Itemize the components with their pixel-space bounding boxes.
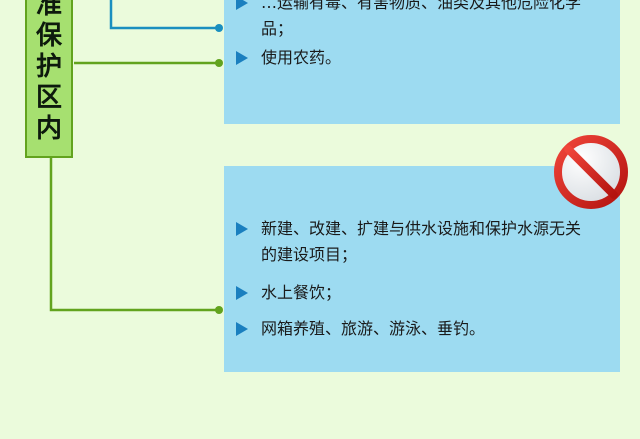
connector-blue-line <box>109 0 219 30</box>
list-item-text: 水上餐饮； <box>261 283 342 302</box>
list-item-text: 网箱养殖、旅游、游泳、垂钓。 <box>261 319 486 338</box>
connector-green-dot-1 <box>215 59 223 67</box>
list-item: …运输有毒、有害物质、油类及其他危险化学品； <box>236 0 594 42</box>
list-item: 网箱养殖、旅游、游泳、垂钓。 <box>236 316 594 342</box>
list-item: 新建、改建、扩建与供水设施和保护水源无关的建设项目； <box>236 216 594 268</box>
connector-blue-dot <box>215 24 223 32</box>
bullet-triangle-icon <box>236 0 248 10</box>
list-item-text: …运输有毒、有害物质、油类及其他危险化学品； <box>261 0 582 38</box>
bullet-triangle-icon <box>236 286 248 300</box>
list-item: 水上餐饮； <box>236 280 594 306</box>
list-item-text: 新建、改建、扩建与供水设施和保护水源无关的建设项目； <box>261 219 582 264</box>
category-label: 准保护区内 <box>36 0 63 144</box>
category-label-box: 准保护区内 <box>25 0 73 158</box>
list-item-text: 使用农药。 <box>261 48 342 67</box>
prohibited-icon <box>554 135 628 209</box>
connector-green-dot-2 <box>215 306 223 314</box>
list-item: 使用农药。 <box>236 45 594 71</box>
content-box-1: …运输有毒、有害物质、油类及其他危险化学品； 使用农药。 <box>224 0 620 124</box>
bullet-triangle-icon <box>236 322 248 336</box>
content-box-2: 新建、改建、扩建与供水设施和保护水源无关的建设项目； 水上餐饮； 网箱养殖、旅游… <box>224 166 620 372</box>
bullet-triangle-icon <box>236 222 248 236</box>
bullet-triangle-icon <box>236 51 248 65</box>
connector-green-line-2 <box>49 158 219 312</box>
